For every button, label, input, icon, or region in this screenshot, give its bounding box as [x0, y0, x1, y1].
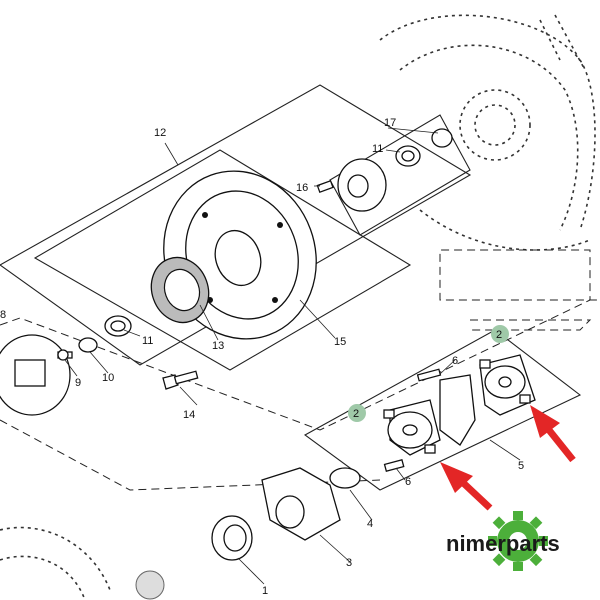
callout-11-upper: 11: [372, 143, 383, 155]
bushing-part-right: [395, 145, 421, 167]
callout-11-lower: 11: [142, 335, 153, 347]
callout-3: 3: [346, 557, 352, 569]
coupling-spider-part-2-upper: [479, 359, 531, 404]
callout-15: 15: [334, 336, 346, 348]
callout-13: 13: [212, 340, 224, 352]
callout-2-upper: 2: [496, 329, 502, 341]
bolt-part-6-upper: [416, 368, 442, 382]
coupling-spider-part-2-lower: [383, 409, 436, 454]
bushing-part-left: [104, 315, 132, 337]
group-box-17: [329, 114, 471, 236]
gear-icon: [488, 511, 548, 571]
callout-10: 10: [102, 372, 114, 384]
coupling-flange-part-8: [0, 334, 71, 416]
bolt-part-14: [162, 370, 199, 390]
washer-part-17: [431, 128, 453, 148]
red-arrow-right: [530, 405, 576, 463]
dashed-group-outline-right: [470, 319, 592, 331]
red-arrow-left: [440, 462, 493, 511]
callout-12: 12: [154, 127, 166, 139]
highlight-badge-2-lower: 2: [348, 404, 366, 422]
flywheel-housing-part: [163, 170, 317, 340]
brand-logo: nimerparts: [446, 511, 560, 571]
background-housing-art: [0, 526, 165, 600]
callout-1: 1: [262, 585, 268, 597]
callout-6-lower: 6: [405, 476, 411, 488]
callout-8: 8: [0, 309, 6, 321]
callout-17: 17: [384, 117, 396, 129]
plate-part-4: [329, 467, 361, 489]
callout-9: 9: [75, 377, 81, 389]
yoke-part-3: [261, 467, 341, 541]
dashed-group-outline-lower: [0, 419, 381, 491]
seal-ring-part: [150, 256, 210, 324]
callout-16: 16: [296, 182, 308, 194]
group-box-12: [0, 84, 472, 366]
group-box-15: [33, 149, 412, 371]
background-flywheel-art: [379, 14, 596, 251]
bolt-part-6-lower: [383, 458, 405, 472]
highlight-badge-2-upper: 2: [491, 325, 509, 343]
callout-4: 4: [367, 518, 373, 530]
dashed-group-outline: [0, 249, 600, 431]
leader-lines: [64, 127, 521, 585]
seal-part-1: [211, 515, 253, 561]
brand-wordmark: nimerparts: [446, 531, 560, 556]
callout-2-lower: 2: [353, 408, 359, 420]
callout-14: 14: [183, 409, 195, 421]
washer-part-10: [78, 337, 98, 353]
hub-flange-part: [316, 158, 387, 212]
callout-5: 5: [518, 460, 524, 472]
callout-6-upper: 6: [452, 355, 458, 367]
bolt-part-9: [57, 349, 73, 361]
